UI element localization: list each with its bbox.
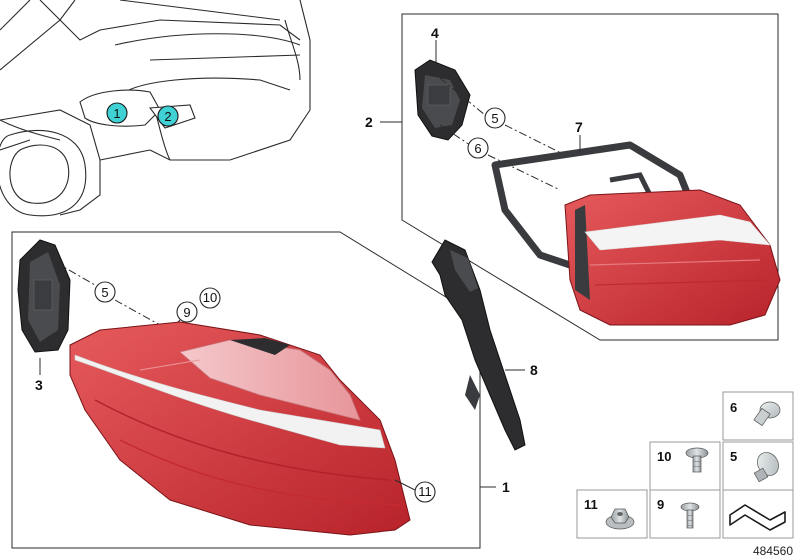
car-light-left xyxy=(79,89,196,129)
bracket-part-8 xyxy=(431,239,526,451)
car-marker-2-label: 2 xyxy=(164,109,171,124)
circled-callout-6-upper: 6 xyxy=(467,137,489,159)
circled-callout-10: 10 xyxy=(199,287,221,309)
group-1-frame xyxy=(11,231,481,549)
outer-tail-lamp-part-1 xyxy=(69,321,411,536)
callout-3: 3 xyxy=(35,377,43,393)
car-rear-outline xyxy=(0,0,311,217)
callout-7: 7 xyxy=(575,119,583,135)
svg-text:9: 9 xyxy=(183,305,190,320)
parts-cell-6: 6 xyxy=(730,400,781,427)
parts-cell-10: 10 xyxy=(657,447,709,473)
circled-callout-5-lower: 5 xyxy=(94,281,116,303)
callout-8: 8 xyxy=(530,362,538,378)
circled-callout-5-upper: 5 xyxy=(484,107,506,129)
callout-2: 2 xyxy=(365,114,373,130)
group-2-frame xyxy=(401,13,779,341)
parts-grid-label-9: 9 xyxy=(657,497,664,512)
bulb-holder-part-4 xyxy=(414,59,471,141)
svg-text:6: 6 xyxy=(474,141,481,156)
parts-grid-label-6: 6 xyxy=(730,400,737,415)
screw-icon xyxy=(680,502,700,529)
bracket-symbol-icon xyxy=(729,504,786,531)
callout-4: 4 xyxy=(431,25,439,41)
bayonet-bulb-icon xyxy=(753,452,779,483)
inner-tail-lamp-part-2 xyxy=(564,189,781,326)
bolt-icon xyxy=(685,447,709,473)
parts-cell-symbol xyxy=(729,504,786,531)
circled-callout-11: 11 xyxy=(414,481,436,503)
svg-text:11: 11 xyxy=(418,484,432,499)
parts-cell-9: 9 xyxy=(657,497,700,529)
bulb-holder-part-3 xyxy=(17,239,71,353)
svg-text:5: 5 xyxy=(101,285,108,300)
callout-1: 1 xyxy=(502,479,510,495)
car-marker-1-label: 1 xyxy=(113,106,120,121)
car-marker-1: 1 xyxy=(106,102,128,124)
parts-cell-5: 5 xyxy=(730,449,779,483)
parts-grid-label-11: 11 xyxy=(584,497,598,512)
svg-text:5: 5 xyxy=(491,111,498,126)
parts-grid-label-5: 5 xyxy=(730,449,737,464)
svg-text:10: 10 xyxy=(203,290,217,305)
car-marker-2: 2 xyxy=(157,105,179,127)
hex-nut-icon xyxy=(605,508,635,530)
parts-cell-11: 11 xyxy=(584,497,635,530)
circled-callout-9: 9 xyxy=(176,301,198,323)
parts-grid-label-10: 10 xyxy=(657,449,671,464)
reference-number: 484560 xyxy=(753,544,793,558)
wedge-bulb-icon xyxy=(753,401,781,427)
